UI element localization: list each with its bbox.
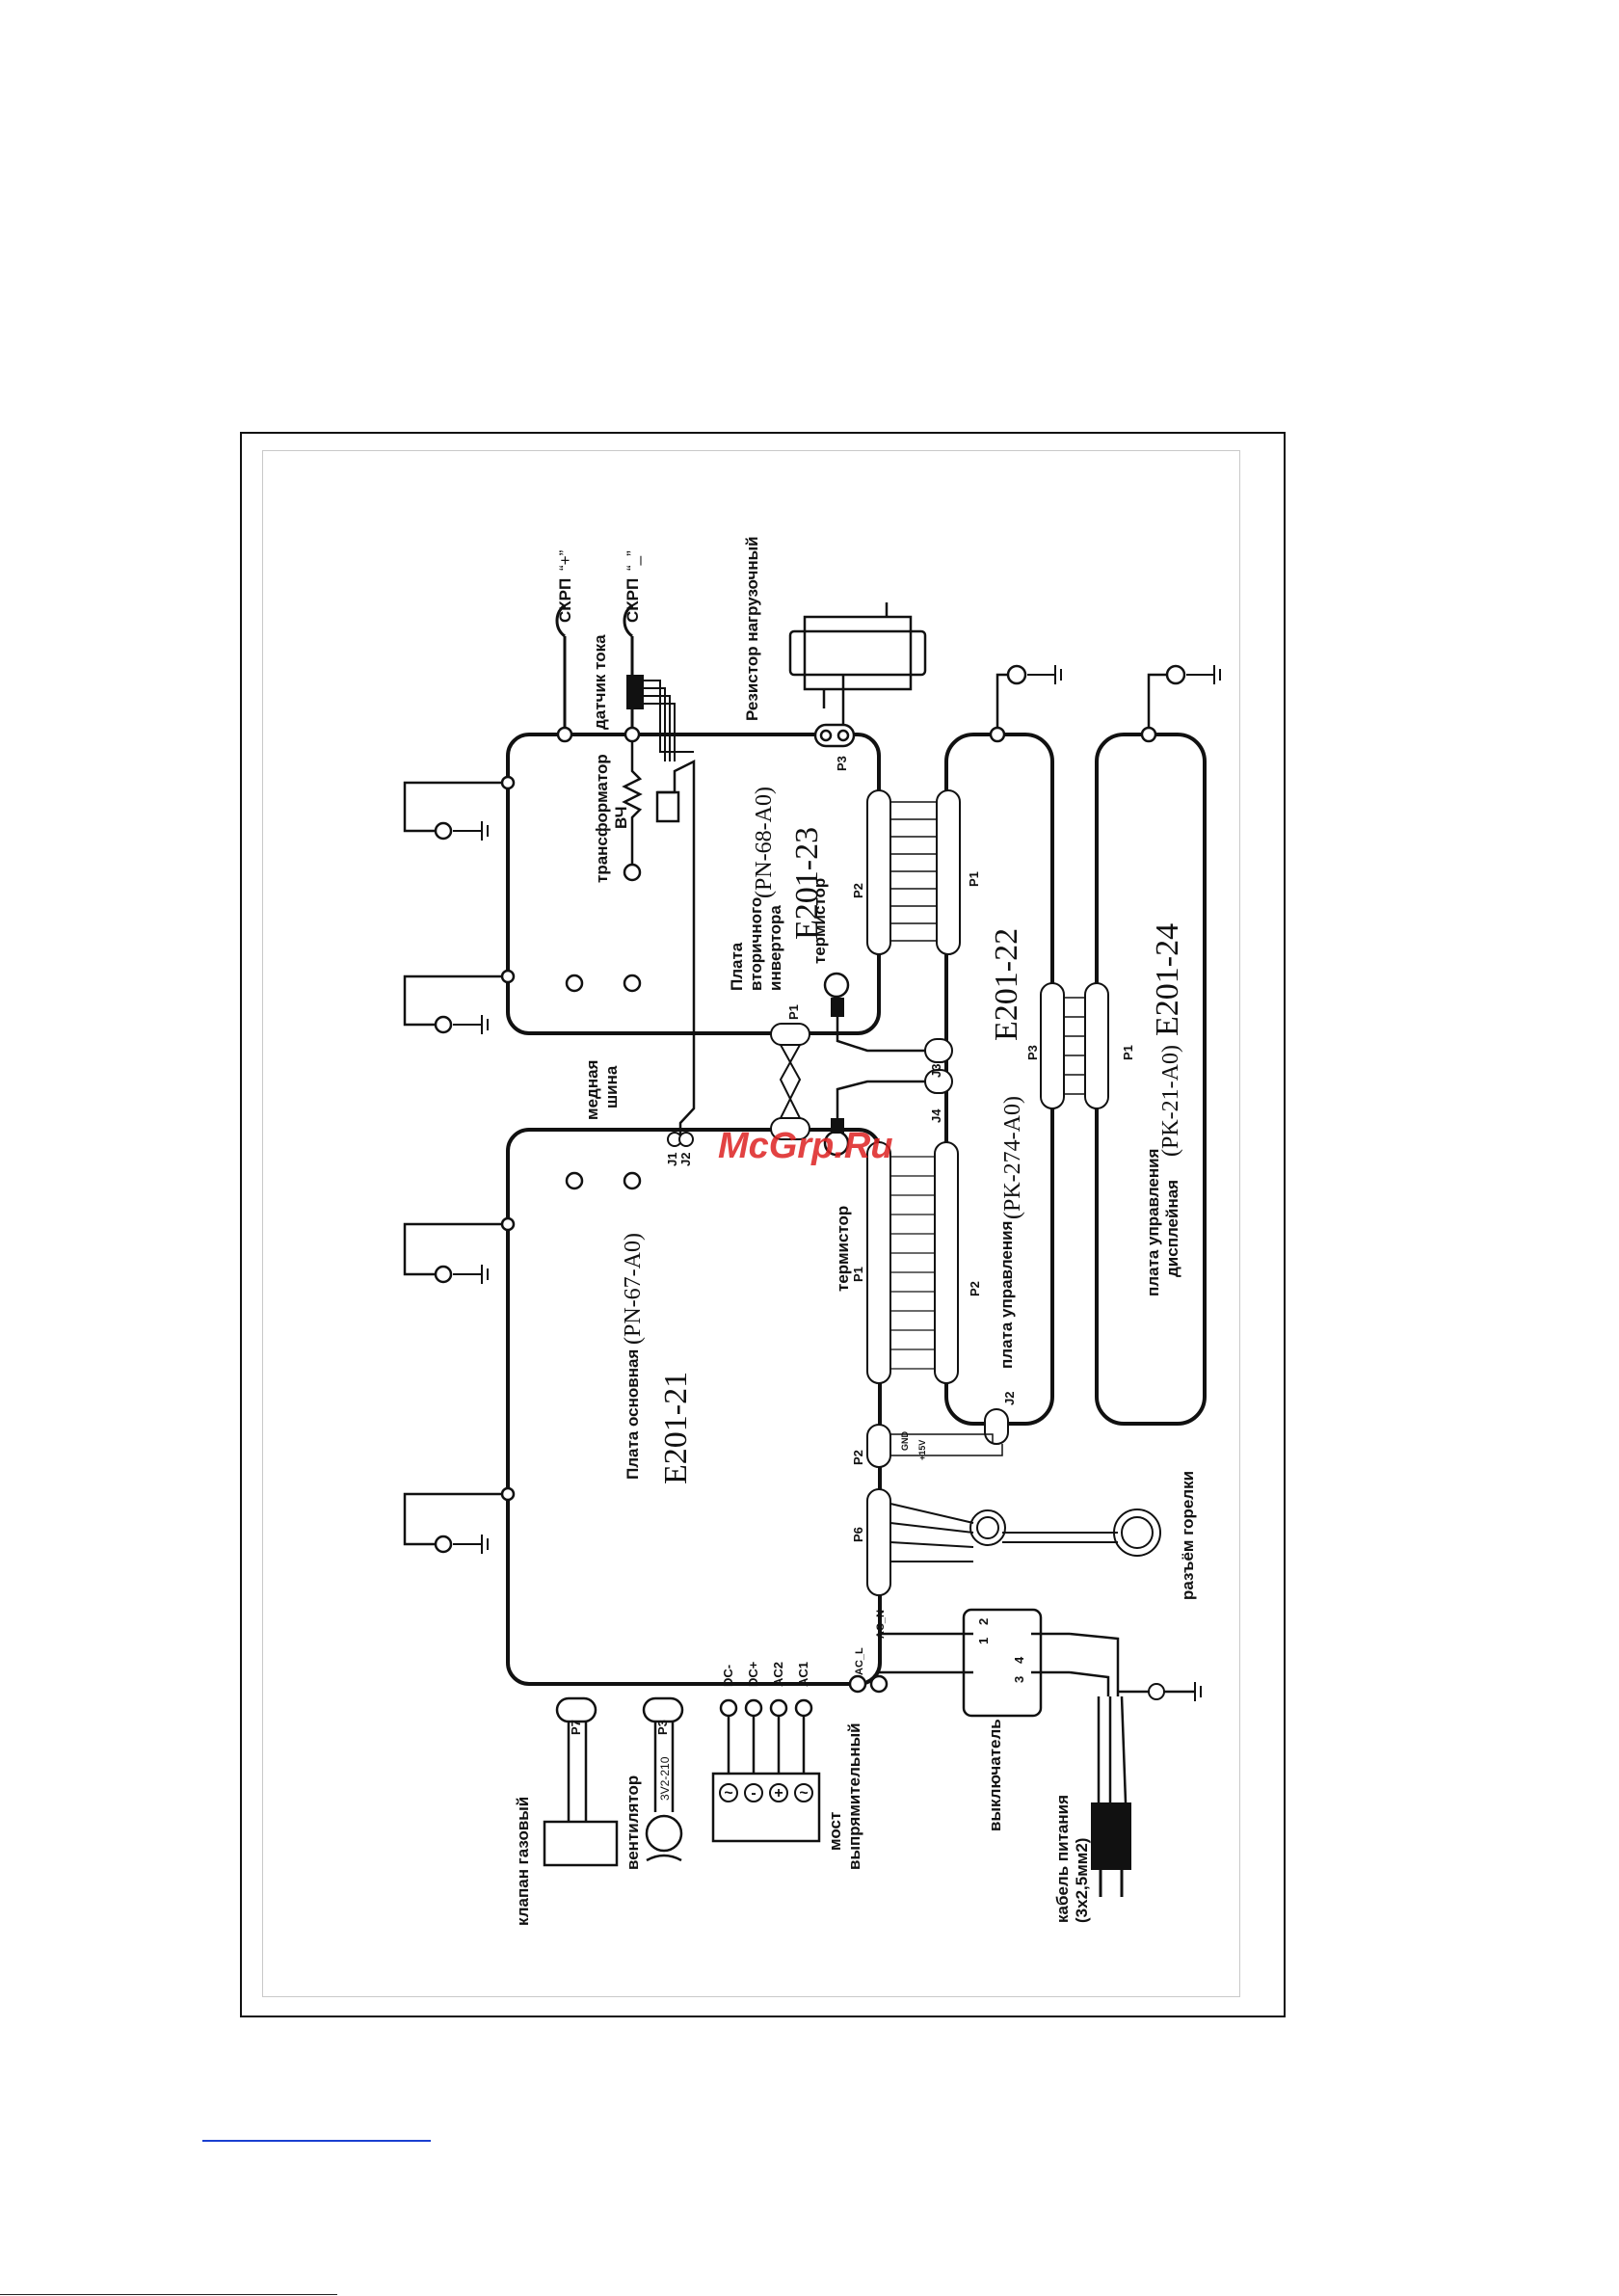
main-board-outline [506, 1128, 882, 1686]
conn-ctl-p1: P1 [967, 871, 981, 887]
display-board-outline [1095, 733, 1207, 1426]
hf-transformer-label-1: трансформатор [593, 754, 611, 883]
fan [645, 1722, 683, 1862]
conn-ctl-p3: P3 [1025, 1045, 1040, 1060]
conn-inv-p2: P2 [851, 883, 865, 898]
ground-screw-1 [434, 821, 453, 841]
gas-valve-label: клапан газовый [514, 1797, 532, 1926]
switch-terminal-4: 4 [1012, 1656, 1026, 1664]
conn-dc-minus: DC- [721, 1665, 735, 1687]
skrp-plus-label: СКРП [556, 578, 574, 623]
ground-screw-6 [1165, 664, 1186, 685]
conn-j1: J1 [665, 1153, 679, 1166]
skrp-minus-sign: “_” [624, 550, 642, 571]
thermistor-1-symbol [823, 972, 925, 1053]
conn-p6: P6 [851, 1527, 865, 1542]
load-resistor [788, 602, 927, 734]
bridge-label-2: выпрямительный [845, 1722, 863, 1870]
board-inverter-model: (PN-68-A0) [752, 787, 777, 898]
conn-p1: P1 [851, 1267, 865, 1282]
torch-connector-label: разъём горелки [1179, 1471, 1197, 1600]
bridge-terminal-4: ~ [724, 1785, 732, 1802]
copper-bus-label-1: медная [583, 1060, 601, 1120]
conn-dc-plus: DC+ [746, 1661, 760, 1687]
board-inverter-name-2: вторичного [747, 897, 765, 991]
board-display-code: E201-24 [1150, 923, 1185, 1036]
conn-inv-p3: P3 [835, 756, 849, 771]
board-inverter-code: E201-23 [789, 827, 825, 940]
board-display-model: (PK-21-A0) [1158, 1045, 1183, 1157]
bridge-terminal-1: ~ [799, 1785, 808, 1802]
conn-inv-p1: P1 [786, 1004, 801, 1020]
conn-ctl-j2: J2 [1002, 1392, 1017, 1405]
conn-ctl-j4: J4 [929, 1108, 943, 1123]
conn-p3: P3 [655, 1720, 670, 1735]
diagram-inner-border [262, 450, 1240, 1997]
main-board-bottom-connectors [555, 1674, 889, 1723]
conn-ac1: AC1 [796, 1662, 810, 1687]
gas-valve [543, 1722, 619, 1867]
bridge-label-1: мост [826, 1812, 844, 1851]
thermistor-label-1: термистор [810, 878, 829, 964]
skrp-minus-label: СКРП [624, 578, 642, 623]
conn-p2: P2 [851, 1450, 865, 1465]
conn-ac2: AC2 [771, 1662, 785, 1687]
switch-terminal-1: 1 [976, 1638, 991, 1644]
switch-terminal-3: 3 [1012, 1676, 1026, 1683]
conn-gnd: GND [900, 1431, 910, 1452]
bridge-terminal-3: - [751, 1785, 756, 1802]
board-display-name-1: плата управления [1144, 1149, 1162, 1296]
load-resistor-label: Резистор нагрузочный [743, 536, 761, 721]
skrp-plus-sign: “+” [556, 549, 574, 571]
power-cable-label-2: (3x2,5мм2) [1073, 1838, 1091, 1923]
board-main-model: (PN-67-A0) [621, 1233, 646, 1345]
current-sensor [626, 675, 694, 761]
watermark: McGrp.Ru [718, 1126, 893, 1166]
board-control-code: E201-22 [989, 928, 1024, 1041]
ground-screw-3 [434, 1265, 453, 1284]
conn-ctl-j3: J3 [929, 1064, 943, 1078]
conn-ac-l: AC_L [854, 1647, 865, 1675]
board-inverter-name-3: инвертора [766, 905, 784, 991]
ground-screw-5 [1006, 664, 1027, 685]
conn-disp-p1: P1 [1121, 1045, 1135, 1060]
fan-label: вентилятор [624, 1775, 642, 1870]
ground-screw-4 [434, 1535, 453, 1554]
switch-terminal-2: 2 [976, 1618, 991, 1625]
fan-model-label: 3V2-210 [658, 1756, 672, 1801]
conn-ctl-p2: P2 [968, 1281, 982, 1296]
board-main-name: Плата основная [624, 1349, 642, 1480]
board-control-model: (PK-274-A0) [1000, 1096, 1025, 1219]
bottom-rule [0, 2294, 337, 2295]
thermistor-label-2: термистор [834, 1206, 852, 1292]
conn-15v: +15V [917, 1440, 927, 1460]
ground-screw-2 [434, 1015, 453, 1034]
diagram-frame [240, 432, 1286, 2017]
footer-link[interactable] [202, 2140, 431, 2142]
board-control-name: плата управления [997, 1221, 1016, 1369]
thermistor-2-symbol [823, 1080, 925, 1157]
bridge-terminal-2: + [774, 1785, 783, 1802]
conn-j2: J2 [678, 1153, 693, 1166]
rectifier-bridge [711, 1716, 821, 1843]
ground-symbols [453, 821, 489, 1554]
ground-brackets [403, 781, 508, 1546]
power-plug [1091, 1802, 1131, 1897]
conn-ac-n: AC_N [875, 1610, 887, 1639]
switch-label: выключатель [986, 1719, 1004, 1831]
current-sensor-label: датчик тока [591, 634, 609, 730]
power-switch [879, 1608, 1195, 1803]
copper-bus-label-2: шина [602, 1065, 621, 1108]
torch-connector [866, 1488, 1161, 1596]
board-inverter-name-1: Плата [728, 942, 746, 991]
board-display-name-2: дисплейная [1163, 1180, 1181, 1277]
hf-transformer-label-2: ВЧ [612, 806, 630, 829]
hf-transformer [622, 734, 696, 1137]
conn-p7: P7 [569, 1720, 583, 1735]
board-main-code: E201-21 [658, 1372, 694, 1484]
skrp-terminals [555, 603, 634, 734]
power-cable-label-1: кабель питания [1053, 1795, 1072, 1923]
